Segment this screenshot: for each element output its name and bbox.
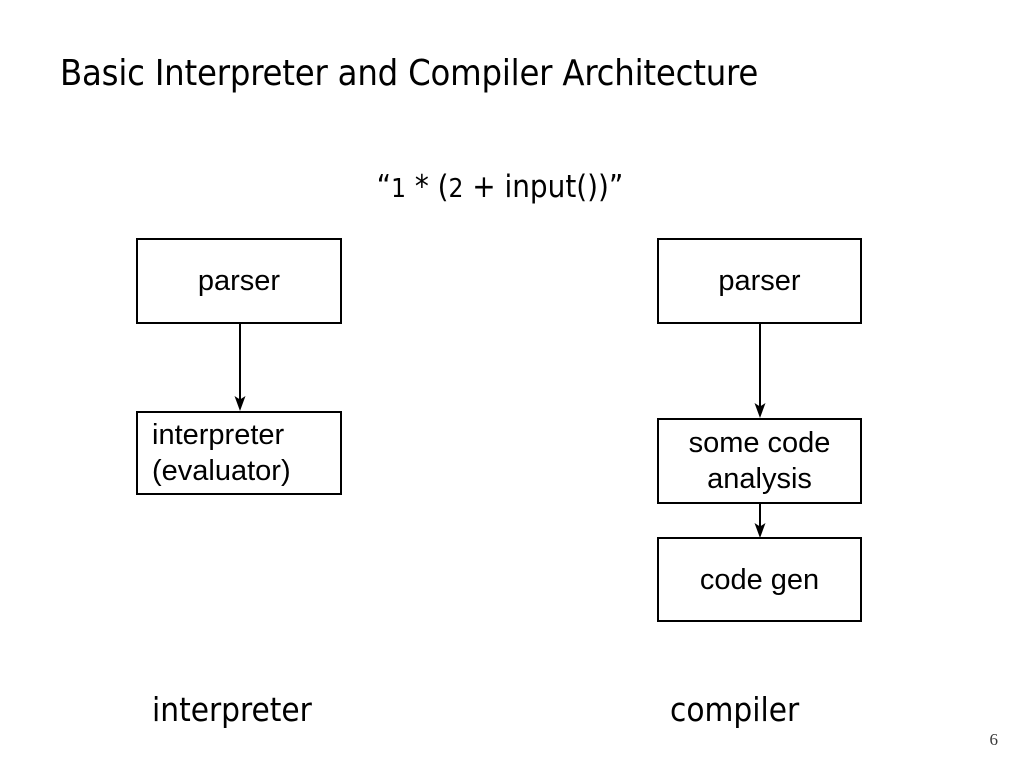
node-interpreter-line1: interpreter [152, 419, 285, 451]
source-code-string: “1 * (2 + input())” [0, 168, 1000, 208]
code-close-quote: ” [608, 169, 624, 205]
code-open-quote: “ [376, 169, 392, 205]
caption-compiler: compiler [670, 690, 800, 729]
node-analysis-line1: some code [688, 427, 831, 459]
code-literal-one: 1 [391, 174, 406, 204]
node-code-gen-label: code gen [699, 563, 820, 596]
code-operator-star: * ( [405, 169, 449, 205]
arrow-analysis-to-codegen [748, 503, 772, 539]
node-analysis-text: some code analysis [659, 425, 860, 497]
arrow-parser-to-analysis [748, 322, 772, 419]
node-interpreter-line2: (evaluator) [152, 455, 291, 487]
node-interpreter-evaluator-text: interpreter (evaluator) [138, 417, 340, 489]
code-rest: + input()) [463, 169, 609, 205]
page-title: Basic Interpreter and Compiler Architect… [60, 53, 759, 94]
node-some-code-analysis[interactable]: some code analysis [657, 418, 862, 504]
caption-interpreter: interpreter [152, 690, 312, 729]
node-parser-interpreter[interactable]: parser [136, 238, 342, 324]
code-literal-two: 2 [448, 174, 464, 204]
page-number: 6 [989, 730, 999, 749]
arrow-parser-to-interpreter [228, 322, 252, 412]
node-interpreter-evaluator[interactable]: interpreter (evaluator) [136, 411, 342, 495]
node-analysis-line2: analysis [707, 463, 812, 495]
node-code-gen[interactable]: code gen [657, 537, 862, 622]
node-parser-compiler[interactable]: parser [657, 238, 862, 324]
node-parser-compiler-label: parser [718, 265, 801, 297]
node-parser-interpreter-label: parser [197, 265, 281, 297]
